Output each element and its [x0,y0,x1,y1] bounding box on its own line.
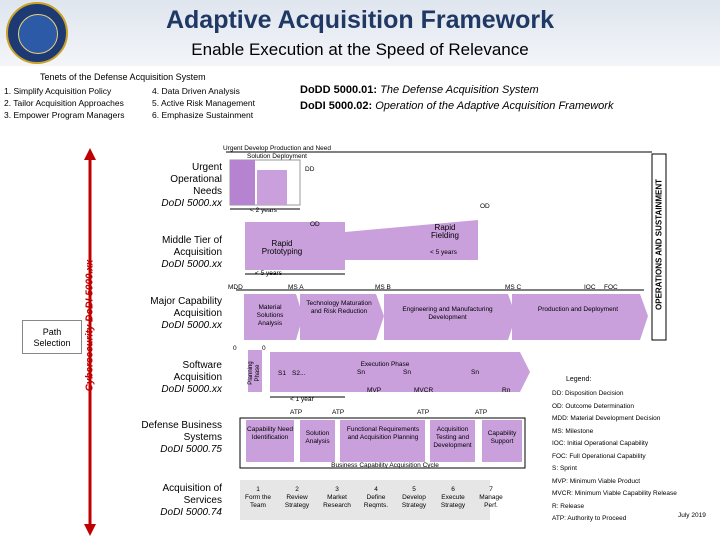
milestone-ms-a: MS A [288,284,304,291]
tenet-5: 5. Active Risk Management [152,98,255,108]
page-title: Adaptive Acquisition Framework [165,6,555,34]
ops-sustainment-wrap: OPERATIONS AND SUSTAINMENT [652,154,666,340]
mca-phase-emd: Engineering and Manufacturing Developmen… [402,306,493,321]
dbs-atp-3: ATP [417,409,430,416]
dodi-reference: DoDI 5000.02: Operation of the Adaptive … [300,100,614,112]
dodd-reference: DoDD 5000.01: The Defense Acquisition Sy… [300,84,539,96]
dbs-atp-4: ATP [475,409,488,416]
legend-list: DD: Disposition Decision OD: Outcome Det… [552,388,677,526]
milestone-mdd: MDD [228,284,243,291]
dbs-phase-4: Acquisition Testing and Development [433,426,472,449]
sw-mvcr: MVCR [414,387,434,394]
mca-phase-msa: Material Solutions Analysis [256,304,284,327]
legend-item: ATP: Authority to Proceed [552,515,627,522]
sw-sprint-2: S2... [292,370,306,377]
dbs-atp-2: ATP [332,409,345,416]
sw-marker-0b: 0 [262,345,266,352]
tenet-3: 3. Empower Program Managers [4,110,125,120]
uon-top-labels: Urgent Develop Production and Need Solut… [222,145,332,160]
uon-duration: < 2 years [250,207,277,214]
sw-sprint-1: S1 [278,370,286,377]
tenets-title: Tenets of the Defense Acquisition System [40,72,206,82]
mta-duration-1: < 5 years [255,270,282,277]
milestone-foc: FOC [604,284,618,291]
path-selection-box: Path Selection [22,320,82,354]
mta-od-1: OD [310,221,320,228]
sw-rn: Rn [502,387,511,394]
sw-duration: < 1 year [290,396,314,403]
legend-item: MVP: Minimum Viable Product [552,477,641,485]
legend-date: July 2019 [678,512,706,519]
page-subtitle: Enable Execution at the Speed of Relevan… [191,40,529,59]
legend-item: MVCR: Minimum Viable Capability Release [552,490,677,497]
sw-planning-wrap: Planning Phase [248,350,262,392]
legend-item: FOC: Full Operational Capability [552,452,646,460]
mca-phase-tmrr: Technology Maturation and Risk Reduction [306,300,372,315]
sw-execution-phase: Execution Phase [360,361,410,368]
tenet-1: 1. Simplify Acquisition Policy [4,86,112,96]
tenet-2: 2. Tailor Acquisition Approaches [4,98,124,108]
uon-dd: DD [305,166,315,173]
dbs-phase-3: Functional Requirements and Acquisition … [346,426,420,441]
milestone-ms-b: MS B [375,284,391,291]
legend-item: S: Sprint [552,465,577,472]
sw-mvp: MVP [367,387,382,394]
dod-seal-icon [6,2,68,64]
legend-item: R: Release [552,502,585,510]
milestone-ioc: IOC [584,284,596,291]
dbs-phase-2: Solution Analysis [305,430,330,445]
milestone-ms-c: MS C [505,284,522,291]
dbs-phase-1: Capability Need Identification [247,426,293,441]
ops-sustainment-label: OPERATIONS AND SUSTAINMENT [654,179,664,310]
tenet-4: 4. Data Driven Analysis [152,86,240,96]
legend-item: MDD: Material Development Decision [552,415,661,422]
tenet-6: 6. Emphasize Sustainment [152,110,254,120]
sw-sprint-n2: Sn [403,369,411,376]
dbs-atp-1: ATP [290,409,303,416]
sw-marker-0a: 0 [233,345,237,352]
dbs-phase-5: Capability Support [487,430,517,445]
legend-item: DD: Disposition Decision [552,390,624,397]
uon-od: OD [480,203,490,210]
sw-planning-phase: Planning Phase [248,361,261,385]
mta-duration-2: < 5 years [430,249,457,256]
mca-phase-pd: Production and Deployment [537,306,619,313]
legend-title: Legend: [566,376,592,383]
mta-rapid-fielding: Rapid Fielding [430,223,459,240]
legend-item: IOC: Initial Operational Capability [552,440,649,447]
mta-rapid-prototyping: Rapid Prototyping [261,239,303,256]
dbs-cycle-label: Business Capability Acquisition Cycle [331,462,439,469]
sw-sprint-n3: Sn [471,369,479,376]
header-banner [0,0,720,66]
legend-item: OD: Outcome Determination [552,402,635,410]
sw-sprint-n1: Sn [357,369,365,376]
cybersecurity-label: Cybersecurity DoDI 5000.xx [84,259,96,392]
legend-item: MS: Milestone [552,427,594,435]
